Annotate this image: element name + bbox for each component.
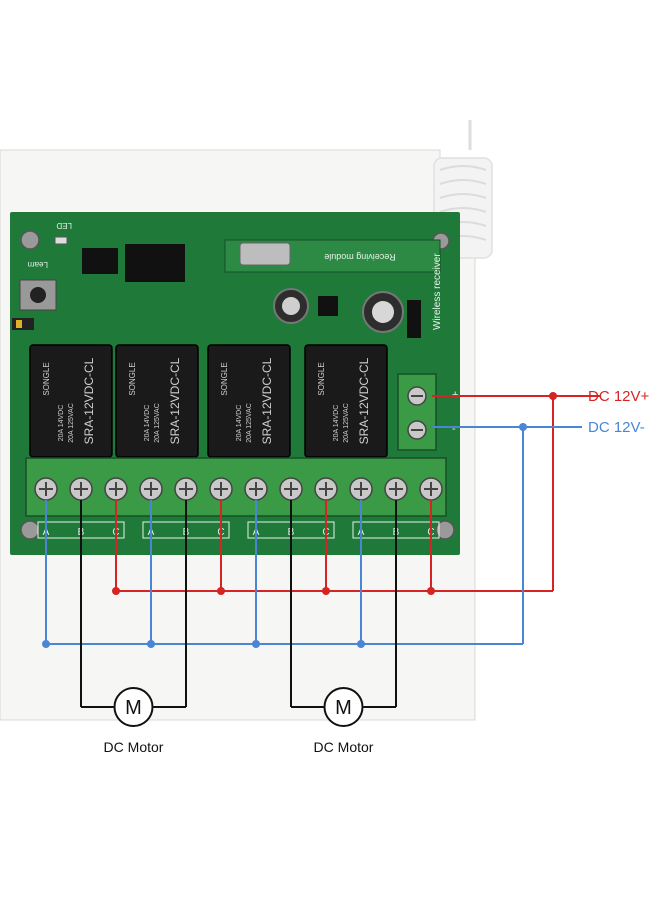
relay-model: SRA-12VDC-CL (82, 357, 96, 444)
motor-letter: M (125, 697, 142, 719)
relay-brand: SONGLE (220, 362, 229, 395)
ic-chip (125, 244, 185, 282)
wire-junction (217, 587, 225, 595)
relay-brand: SONGLE (42, 362, 51, 395)
crystal-oscillator (239, 242, 291, 266)
learn-label: Learn (28, 260, 48, 269)
led-label: LED (56, 221, 72, 230)
relay-rating: 20A 14VDC (236, 405, 243, 442)
wire-junction (112, 587, 120, 595)
jumper (12, 318, 34, 330)
dc-motor: M DC Motor (80, 500, 187, 755)
screw-terminal (34, 477, 58, 501)
wire-junction (519, 423, 527, 431)
mounting-screws (20, 230, 455, 540)
minus-label: - (452, 423, 456, 435)
motor-letter: M (335, 697, 352, 719)
screw-terminal (209, 477, 233, 501)
relay-rating: 20A 14VDC (144, 405, 151, 442)
screw-terminal (69, 477, 93, 501)
screw-terminal (419, 477, 443, 501)
wires (42, 392, 600, 648)
motor-symbol (323, 687, 364, 727)
relay-rating: 20A 125VAC (343, 403, 350, 443)
relay-brand: SONGLE (128, 362, 137, 395)
relay-model: SRA-12VDC-CL (357, 357, 371, 444)
wire-junction (42, 640, 50, 648)
dc-motor: M DC Motor (290, 500, 397, 755)
screw-terminal (279, 477, 303, 501)
relay-rating: 20A 125VAC (154, 403, 161, 443)
screw-terminal (139, 477, 163, 501)
relay-rating: 20A 14VDC (58, 405, 65, 442)
capacitor (362, 291, 404, 333)
terminal-strip (25, 457, 447, 517)
wire-junction (147, 640, 155, 648)
motor-symbol (113, 687, 154, 727)
terminal-block (25, 457, 447, 517)
screw-terminal (314, 477, 338, 501)
screw-terminal (244, 477, 268, 501)
wire-junction (322, 587, 330, 595)
motors: M DC Motor M DC Motor (80, 500, 397, 755)
screw-terminal (104, 477, 128, 501)
relay-rating: 20A 125VAC (68, 403, 75, 443)
relay-model: SRA-12VDC-CL (260, 357, 274, 444)
wire-junction (427, 587, 435, 595)
module-label: Receiving module (324, 252, 396, 262)
dc-minus-label: DC 12V- (588, 419, 645, 436)
wire-junction (357, 640, 365, 648)
ic-chip (82, 248, 118, 274)
jumper-pin (16, 320, 22, 328)
motor-caption: DC Motor (104, 739, 164, 755)
diode (407, 300, 421, 338)
wire-junction (252, 640, 260, 648)
led (54, 236, 68, 245)
relay-rating: 20A 125VAC (246, 403, 253, 443)
motor-caption: DC Motor (314, 739, 374, 755)
receiver-label: Wireless receiver (432, 253, 443, 330)
relay-rating: 20A 14VDC (333, 405, 340, 442)
relay-model: SRA-12VDC-CL (168, 357, 182, 444)
screw-terminal (384, 477, 408, 501)
wire-junction (549, 392, 557, 400)
screw-terminal (174, 477, 198, 501)
regulator (318, 296, 338, 316)
learn-button-cap (30, 287, 46, 303)
dc-plus-label: DC 12V+ (588, 388, 650, 405)
relay-brand: SONGLE (317, 362, 326, 395)
capacitor (273, 288, 309, 324)
screw-terminal (349, 477, 373, 501)
